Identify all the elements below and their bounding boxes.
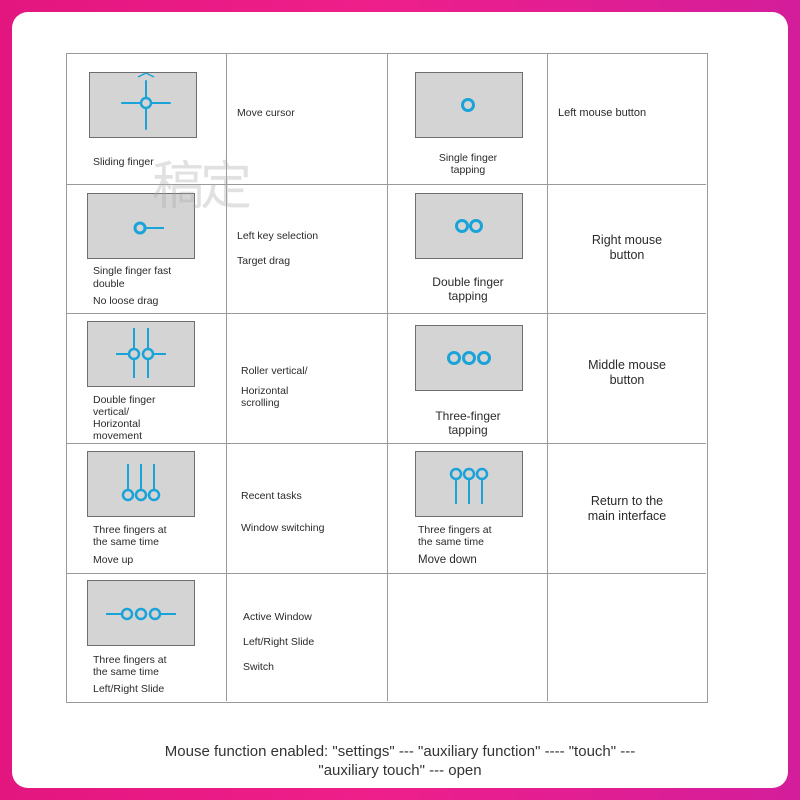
description-text: Roller vertical/ — [241, 365, 308, 377]
description-text: Active Window — [243, 611, 312, 623]
gesture-cell-three-up: Three fingers at the same time Move up — [67, 444, 227, 574]
empty-cell — [388, 574, 548, 701]
description-text: Horizontal — [241, 385, 289, 397]
gesture-label: Three fingers at — [418, 524, 492, 536]
gesture-label: Three fingers at — [93, 524, 167, 536]
crosshair-icon — [121, 73, 171, 130]
gesture-cell-sliding-finger: Sliding finger — [67, 54, 227, 185]
gesture-cell-three-down: Three fingers at the same time Move down — [388, 444, 548, 574]
footer-line: "auxiliary touch" --- open — [318, 762, 482, 779]
description-text: scrolling — [241, 397, 280, 409]
description-text: Left key selection — [237, 230, 319, 242]
description-cell: Return to the main interface — [548, 444, 706, 574]
gesture-label: Move down — [418, 554, 477, 566]
gesture-cell-double-move: Double finger vertical/ Horizontal movem… — [67, 314, 227, 444]
gesture-label: the same time — [93, 666, 159, 678]
gesture-cell-triple-tap: Three-finger tapping — [388, 314, 548, 444]
gesture-cell-double-tap: Double finger tapping — [388, 185, 548, 314]
description-text: Switch — [243, 661, 274, 673]
gesture-label: the same time — [418, 536, 484, 548]
touchpad-illustration — [87, 193, 195, 259]
touchpad-illustration — [87, 580, 195, 646]
gesture-cell-three-slide: Three fingers at the same time Left/Righ… — [67, 574, 227, 701]
gesture-label: tapping — [448, 289, 488, 303]
gesture-label: Horizontal — [93, 418, 141, 430]
gesture-label: vertical/ — [93, 406, 130, 418]
touchpad-illustration — [415, 325, 523, 391]
gesture-label: Double finger — [93, 394, 156, 406]
gesture-label: Move up — [93, 554, 134, 566]
triple-dot-icon — [447, 351, 491, 365]
gesture-cell-fast-double: Single finger fast double No loose drag — [67, 185, 227, 314]
description-cell: Left mouse button — [548, 54, 706, 185]
gesture-label: Double finger — [432, 275, 504, 289]
gesture-label: No loose drag — [93, 295, 159, 307]
touchpad-illustration — [415, 451, 523, 517]
three-fingers-up-icon — [121, 464, 161, 502]
gesture-label: Sliding finger — [93, 156, 154, 168]
gesture-label: double — [93, 278, 125, 290]
footer-note: Mouse function enabled: "settings" --- "… — [12, 742, 788, 780]
description-text: Return to the — [590, 494, 664, 508]
gesture-label: Three fingers at — [93, 654, 167, 666]
description-text: Move cursor — [237, 107, 295, 119]
description-text: button — [609, 248, 645, 262]
description-text: Left/Right Slide — [243, 636, 315, 648]
description-text: Middle mouse — [588, 358, 666, 372]
description-cell: Roller vertical/ Horizontal scrolling — [227, 314, 388, 444]
description-cell: Middle mouse button — [548, 314, 706, 444]
product-card: Sliding finger Move cursor Single finger… — [12, 12, 788, 788]
description-cell: Active Window Left/Right Slide Switch — [227, 574, 388, 701]
description-text: Recent tasks — [241, 490, 302, 502]
double-finger-move-icon — [116, 328, 166, 378]
touchpad-illustration — [87, 451, 195, 517]
single-dot-icon — [461, 98, 475, 112]
description-cell: Right mouse button — [548, 185, 706, 314]
footer-line: Mouse function enabled: "settings" --- "… — [164, 743, 636, 760]
description-text: button — [609, 373, 645, 387]
gesture-label: Left/Right Slide — [93, 683, 165, 695]
gesture-label: the same time — [93, 536, 159, 548]
three-fingers-slide-icon — [106, 607, 176, 621]
gesture-cell-single-tap: Single finger tapping — [388, 54, 548, 185]
description-text: Window switching — [241, 522, 325, 534]
dot-drag-icon — [133, 221, 164, 235]
touchpad-illustration — [87, 321, 195, 387]
gesture-label: Single finger — [438, 152, 498, 164]
gesture-label: tapping — [448, 423, 488, 437]
description-cell: Move cursor — [227, 54, 388, 185]
description-text: Left mouse button — [558, 107, 647, 119]
touchpad-illustration — [89, 72, 197, 138]
gesture-table: Sliding finger Move cursor Single finger… — [66, 53, 708, 703]
description-cell: Recent tasks Window switching — [227, 444, 388, 574]
double-dot-icon — [455, 219, 483, 233]
empty-cell — [548, 574, 706, 701]
gesture-label: Three-finger — [435, 409, 501, 423]
gesture-label: movement — [93, 430, 143, 442]
description-text: Right mouse — [591, 233, 663, 247]
description-cell: Left key selection Target drag — [227, 185, 388, 314]
gesture-label: tapping — [450, 164, 486, 176]
gesture-label: Single finger fast — [93, 265, 172, 277]
touchpad-illustration — [415, 193, 523, 259]
three-fingers-down-icon — [449, 467, 489, 504]
watermark: 稿定 — [152, 157, 252, 217]
touchpad-illustration — [415, 72, 523, 138]
description-text: Target drag — [237, 255, 291, 267]
description-text: main interface — [587, 509, 667, 523]
